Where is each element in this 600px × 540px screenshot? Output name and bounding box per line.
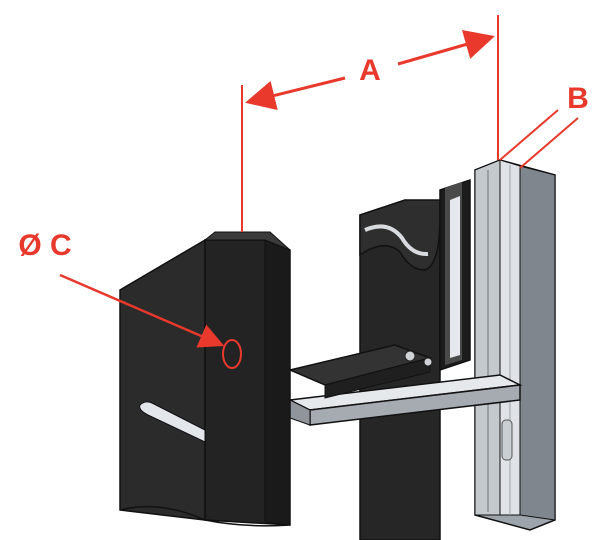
dimension-b-leader-2 [519, 117, 579, 169]
hole-circle [222, 339, 242, 369]
dimension-a-left-arrow [245, 76, 346, 111]
dimension-a-right-arrow [397, 30, 495, 66]
dimension-b-leader-1 [499, 109, 559, 161]
label-a: A [359, 54, 381, 87]
front-bracket [119, 231, 291, 527]
label-c: Ø C [18, 229, 71, 262]
metal-shelf-plate [287, 344, 523, 426]
metal-upright-rail [474, 159, 556, 531]
dimension-c: Ø C [18, 229, 225, 348]
dimension-c-arrow [59, 273, 225, 348]
dimension-b: B [499, 82, 589, 169]
label-b: B [567, 82, 589, 115]
dimension-a: A [241, 15, 499, 232]
